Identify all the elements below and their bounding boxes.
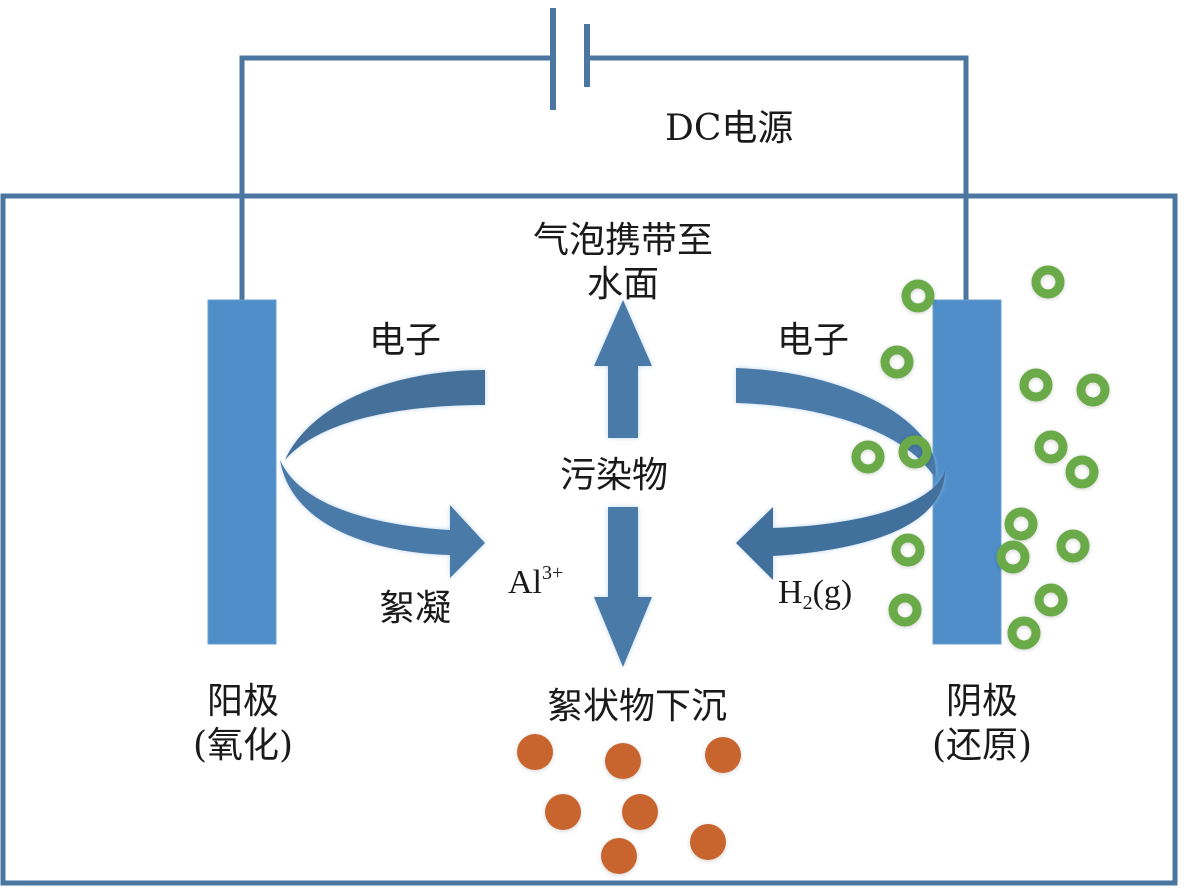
floc-particle xyxy=(690,824,726,860)
ion-symbol: Al xyxy=(508,564,542,601)
bubble xyxy=(880,345,914,379)
bubble xyxy=(1034,430,1068,464)
down-arrow xyxy=(594,507,652,667)
anode-electron-label: 电子 xyxy=(369,320,441,361)
bubble xyxy=(1056,529,1090,563)
hydrogen-gas-label: H2(g) xyxy=(778,574,852,614)
anode-label: 阳极 xyxy=(207,681,279,722)
bubble xyxy=(996,540,1030,574)
floc-particle xyxy=(705,737,741,773)
center-up-label-line2: 水面 xyxy=(587,264,659,305)
h2-state: (g) xyxy=(813,574,853,611)
power-supply-label: DC电源 xyxy=(665,108,793,149)
tank xyxy=(0,193,1178,886)
bubble xyxy=(1004,507,1038,541)
cathode-label: 阴极 xyxy=(946,681,1018,722)
cathode-electrode xyxy=(932,299,1002,645)
floc-particle xyxy=(605,743,641,779)
floc-particle xyxy=(622,794,658,830)
cathode-electron-arc xyxy=(736,368,936,478)
anode-coagulation-arrow xyxy=(280,460,485,578)
hydrogen-bubbles xyxy=(851,265,1110,650)
h2-symbol: H xyxy=(778,574,803,611)
bubble xyxy=(1019,368,1053,402)
aluminum-ion-label: Al3+ xyxy=(508,562,563,601)
bubble xyxy=(901,279,935,313)
floc-particle xyxy=(601,838,637,874)
floc-particle xyxy=(517,734,553,770)
anode-electron-arc xyxy=(285,370,485,460)
bubble xyxy=(851,440,885,474)
anode-electrode xyxy=(207,299,277,645)
bubble xyxy=(888,593,922,627)
bubble xyxy=(1031,265,1065,299)
bubble xyxy=(1065,455,1099,489)
bubble xyxy=(1076,373,1110,407)
ion-charge: 3+ xyxy=(542,562,563,584)
cathode-h2-arrow xyxy=(736,470,945,580)
center-up-label-line1: 气泡携带至 xyxy=(533,220,713,261)
bubble xyxy=(1034,583,1068,617)
anode-subtitle: (氧化) xyxy=(193,725,293,766)
h2-subscript: 2 xyxy=(803,592,813,614)
circuit-wires xyxy=(239,55,969,302)
bubble xyxy=(1007,616,1041,650)
battery-icon xyxy=(550,8,590,110)
cathode-electron-label: 电子 xyxy=(777,320,849,361)
sediment-flocs xyxy=(517,734,741,874)
anode-coagulation-label: 絮凝 xyxy=(379,588,451,629)
floc-particle xyxy=(545,794,581,830)
cathode-subtitle: (还原) xyxy=(932,725,1032,766)
anode-wire xyxy=(239,55,551,302)
bubble xyxy=(898,435,932,469)
pollutant-label: 污染物 xyxy=(560,455,668,496)
up-arrow xyxy=(594,300,652,438)
bubble xyxy=(891,533,925,567)
cathode-wire xyxy=(587,55,969,302)
floc-sinking-label: 絮状物下沉 xyxy=(547,686,727,727)
